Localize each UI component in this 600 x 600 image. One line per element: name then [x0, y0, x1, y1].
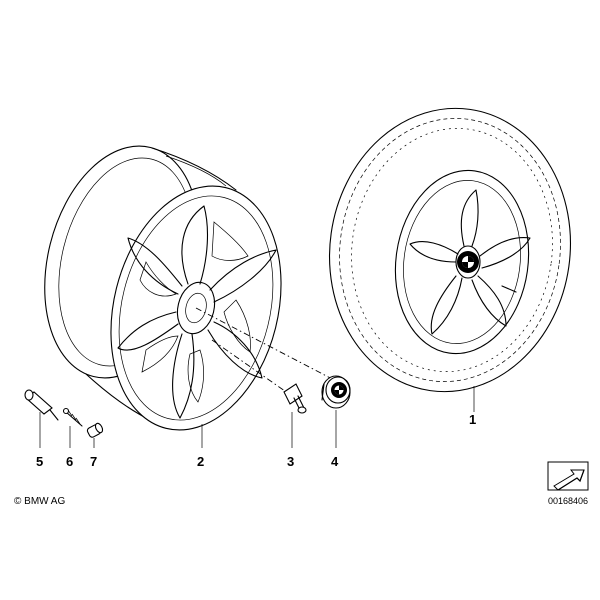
callout-7: 7 [90, 454, 97, 469]
callout-1: 1 [469, 412, 476, 427]
callout-5: 5 [36, 454, 43, 469]
hub-cap [321, 375, 351, 409]
assembly-line-bolt [211, 339, 293, 397]
light-alloy-rim [44, 145, 282, 431]
callout-2: 2 [197, 454, 204, 469]
callout-3: 3 [287, 454, 294, 469]
copyright-notice: © BMW AG [14, 496, 65, 507]
valve-cap [86, 422, 104, 438]
complete-wheel-tyre [328, 107, 572, 393]
bmw-roundel-icon [457, 251, 479, 273]
valve-insert [62, 407, 83, 427]
callout-4: 4 [331, 454, 339, 469]
arrow-icon [547, 461, 589, 491]
wheel-bolt [283, 383, 307, 414]
callout-6: 6 [66, 454, 73, 469]
document-number: 00168406 [548, 496, 588, 506]
valve [24, 389, 59, 421]
